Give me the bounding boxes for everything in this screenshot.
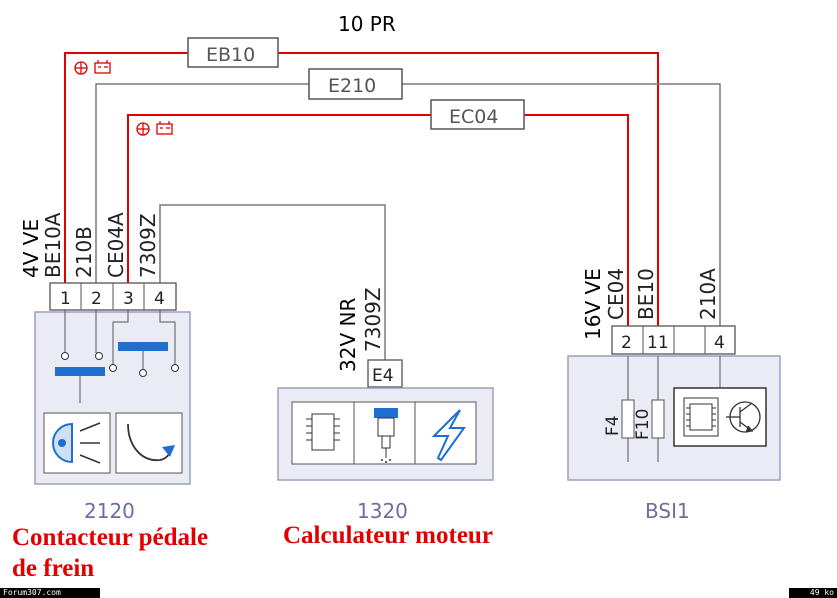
wire-label-210b: 210B bbox=[72, 226, 96, 278]
wire-label-7309z-center: 7309Z bbox=[361, 287, 385, 352]
right-pin-11: 11 bbox=[647, 333, 669, 353]
footer-site: Forum307.com bbox=[0, 588, 100, 598]
wire-label-be10a: BE10A bbox=[41, 212, 65, 278]
wire-label-7309z-left: 7309Z bbox=[136, 213, 160, 278]
transistor-icon bbox=[726, 401, 761, 433]
connector-ec04-label: EC04 bbox=[449, 106, 498, 128]
left-component-code: 2120 bbox=[84, 499, 135, 523]
caption-brake-pedal-switch-line2: de frein bbox=[12, 555, 95, 582]
center-pin-e4: E4 bbox=[372, 366, 394, 386]
wire-210b bbox=[95, 83, 721, 326]
injector-icon bbox=[374, 408, 398, 463]
lightning-icon bbox=[431, 409, 466, 462]
wire-7309z bbox=[159, 204, 386, 360]
left-connector-spec: 4V VE bbox=[19, 219, 43, 278]
left-pin-2: 2 bbox=[91, 289, 102, 309]
right-component-code: BSI1 bbox=[645, 499, 690, 523]
connector-ec04: EC04 bbox=[430, 99, 525, 130]
wire-be10a bbox=[64, 52, 659, 326]
fuse-f4-label: F4 bbox=[603, 415, 623, 436]
brake-light-icon bbox=[52, 422, 101, 464]
center-connector-spec: 32V NR bbox=[336, 298, 360, 372]
wire-label-ce04: CE04 bbox=[604, 268, 628, 320]
caption-engine-ecu: Calculateur moteur bbox=[283, 522, 493, 549]
harness-label: 10 PR bbox=[338, 12, 396, 36]
battery-positive-icon bbox=[136, 121, 173, 136]
caption-brake-pedal-switch-line1: Contacteur pédale bbox=[12, 524, 209, 551]
left-pin-1: 1 bbox=[60, 289, 71, 309]
center-component-code: 1320 bbox=[357, 499, 408, 523]
right-pin-4: 4 bbox=[714, 333, 725, 353]
caption-brake-pedal-switch: Contacteur pédale de frein bbox=[12, 522, 208, 584]
pedal-icon bbox=[127, 423, 175, 461]
left-pin-3: 3 bbox=[123, 289, 134, 309]
left-pin-4: 4 bbox=[154, 289, 165, 309]
right-pin-header: 2 11 4 bbox=[611, 325, 736, 355]
connector-e210: E210 bbox=[308, 68, 403, 100]
connector-eb10-label: EB10 bbox=[206, 44, 255, 66]
fuse-f10-label: F10 bbox=[633, 409, 653, 440]
bsi-module bbox=[567, 355, 781, 481]
center-pin-header: E4 bbox=[367, 359, 403, 388]
battery-positive-icon bbox=[74, 60, 111, 75]
wire-label-210a: 210A bbox=[696, 268, 720, 320]
left-pin-header: 1 2 3 4 bbox=[49, 282, 177, 311]
wire-ce04a bbox=[127, 114, 629, 326]
right-pin-2: 2 bbox=[621, 333, 632, 353]
wire-label-be10: BE10 bbox=[634, 268, 658, 320]
connector-eb10: EB10 bbox=[187, 37, 279, 68]
right-connector-spec: 16V VE bbox=[581, 268, 605, 340]
chip-icon bbox=[306, 413, 340, 451]
chip-icon bbox=[683, 397, 719, 437]
connector-e210-label: E210 bbox=[328, 75, 376, 97]
footer-size: 49 ko bbox=[789, 588, 837, 598]
wire-label-ce04a: CE04A bbox=[104, 212, 128, 278]
